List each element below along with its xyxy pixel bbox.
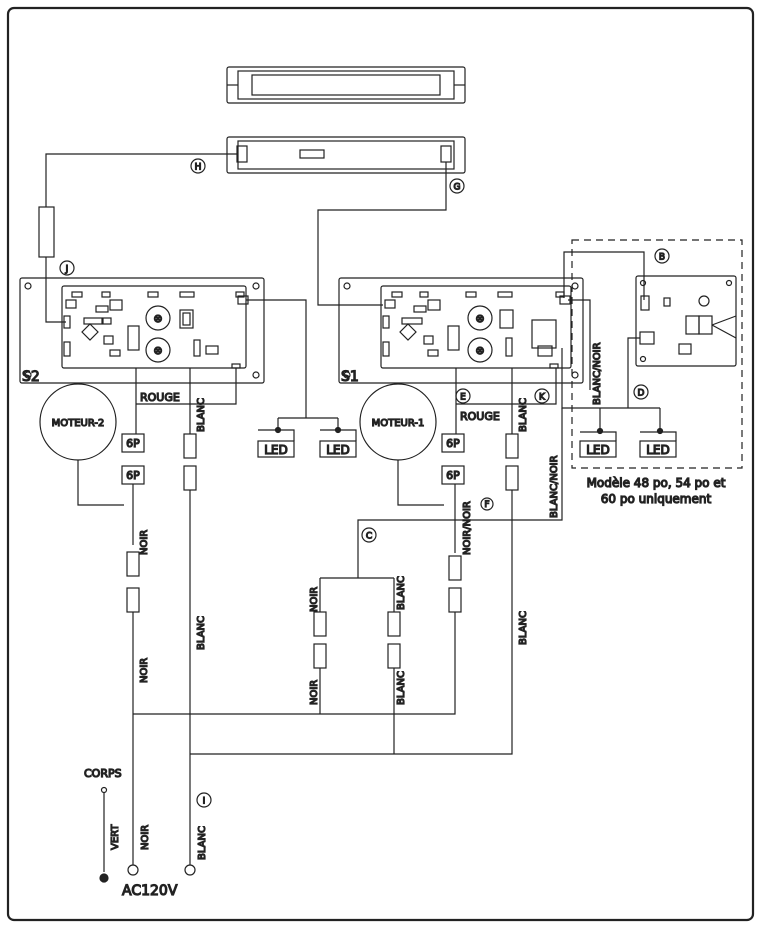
marker-h: H xyxy=(195,163,202,173)
led-right-2-box xyxy=(639,440,677,458)
wire-label-noir-supply: NOIR xyxy=(140,825,151,850)
terminal-noir xyxy=(127,864,139,876)
marker-f: F xyxy=(484,500,489,510)
control-board-s2: ⊗ ⊗ xyxy=(19,277,265,384)
connector-6p-m2-a-label: 6P xyxy=(126,437,140,450)
model-note-line-2: 60 po uniquement xyxy=(601,492,712,506)
led-right-1-box xyxy=(579,440,617,458)
marker-c-circle xyxy=(361,527,377,543)
connector-6p-m2-a xyxy=(121,433,145,453)
marker-e: E xyxy=(460,393,466,403)
marker-i: I xyxy=(203,797,206,807)
led-right-2: LED xyxy=(646,443,670,457)
light-ballast-top xyxy=(226,66,466,104)
wire-label-vert: VERT xyxy=(110,824,121,850)
corps-label: CORPS xyxy=(84,767,122,780)
model-note-line-1: Modèle 48 po, 54 po et xyxy=(587,476,726,490)
wire-label-blanc-s1-upper: BLANC xyxy=(518,398,529,432)
fuse-h xyxy=(38,206,55,258)
diagram-frame xyxy=(6,6,755,922)
marker-j: J xyxy=(65,265,69,275)
wire-g xyxy=(317,162,447,306)
led-mid-2: LED xyxy=(326,443,350,457)
motor-1-label: MOTEUR-1 xyxy=(372,418,425,429)
marker-c: C xyxy=(366,532,372,542)
marker-d-circle xyxy=(633,384,649,400)
marker-e-circle xyxy=(455,388,471,404)
led-mid-1: LED xyxy=(264,443,288,457)
led-mid-1-box xyxy=(257,440,295,458)
wire-label-blanc-s2-lower: BLANC xyxy=(196,616,207,650)
control-board-s1: ⊗ ⊗ xyxy=(338,277,584,384)
board-s1-label: S1 xyxy=(341,369,359,385)
wire-label-rouge-s2: ROUGE xyxy=(140,391,180,404)
led-right-1: LED xyxy=(586,443,610,457)
svg-text:⊗: ⊗ xyxy=(153,344,162,357)
marker-k: K xyxy=(539,393,546,403)
wire-label-blanc-noir-upper: BLANC/NOIR xyxy=(592,342,603,405)
wire-label-noir-branch-lower: NOIR xyxy=(309,680,320,705)
marker-f-circle xyxy=(480,497,494,511)
connector-6p-m2-b-label: 6P xyxy=(126,469,140,482)
svg-text:⊗: ⊗ xyxy=(475,312,484,325)
wire-label-blanc-branch-lower: BLANC xyxy=(396,671,407,705)
connector-6p-m1-b-label: 6P xyxy=(446,469,460,482)
marker-j-circle xyxy=(59,260,75,276)
marker-h-circle xyxy=(190,158,206,174)
light-ballast xyxy=(226,136,466,174)
wire-label-blanc-noir-lower: BLANC/NOIR xyxy=(549,455,560,518)
board-s2-label: S2 xyxy=(22,369,40,385)
wire-label-noir-m2-upper: NOIR xyxy=(139,530,150,555)
optional-module-box xyxy=(571,239,743,469)
motor-2-label: MOTEUR-2 xyxy=(52,418,105,429)
marker-d: D xyxy=(638,389,645,399)
svg-text:⊗: ⊗ xyxy=(153,312,162,325)
led-mid-2-box xyxy=(319,440,357,458)
wire-label-rouge-s1: ROUGE xyxy=(460,410,500,423)
wire-label-noir-noir: NOIR/NOIR xyxy=(462,501,473,555)
wire-label-noir-m2-lower: NOIR xyxy=(139,658,150,683)
marker-g-circle xyxy=(449,178,465,194)
svg-text:⊗: ⊗ xyxy=(475,344,484,357)
wire-label-blanc-supply: BLANC xyxy=(197,826,208,860)
wire-label-noir-branch-upper: NOIR xyxy=(309,587,320,612)
marker-i-circle xyxy=(196,792,212,808)
supply-label: AC120V xyxy=(122,883,178,899)
wire-label-blanc-s1-lower: BLANC xyxy=(518,611,529,645)
wire-label-blanc-branch-upper: BLANC xyxy=(396,576,407,610)
connector-6p-m1-a-label: 6P xyxy=(446,437,460,450)
marker-b: B xyxy=(659,253,665,263)
connector-6p-m1-a xyxy=(441,433,465,453)
light-module-board xyxy=(635,275,737,367)
wire-label-blanc-s2-upper: BLANC xyxy=(196,398,207,432)
wire-h xyxy=(45,153,237,207)
terminal-blanc xyxy=(184,864,196,876)
marker-g: G xyxy=(454,183,461,193)
marker-k-circle xyxy=(534,388,550,404)
marker-b-circle xyxy=(654,248,670,264)
connector-6p-m1-b xyxy=(441,465,465,485)
ground-terminal xyxy=(99,873,109,883)
